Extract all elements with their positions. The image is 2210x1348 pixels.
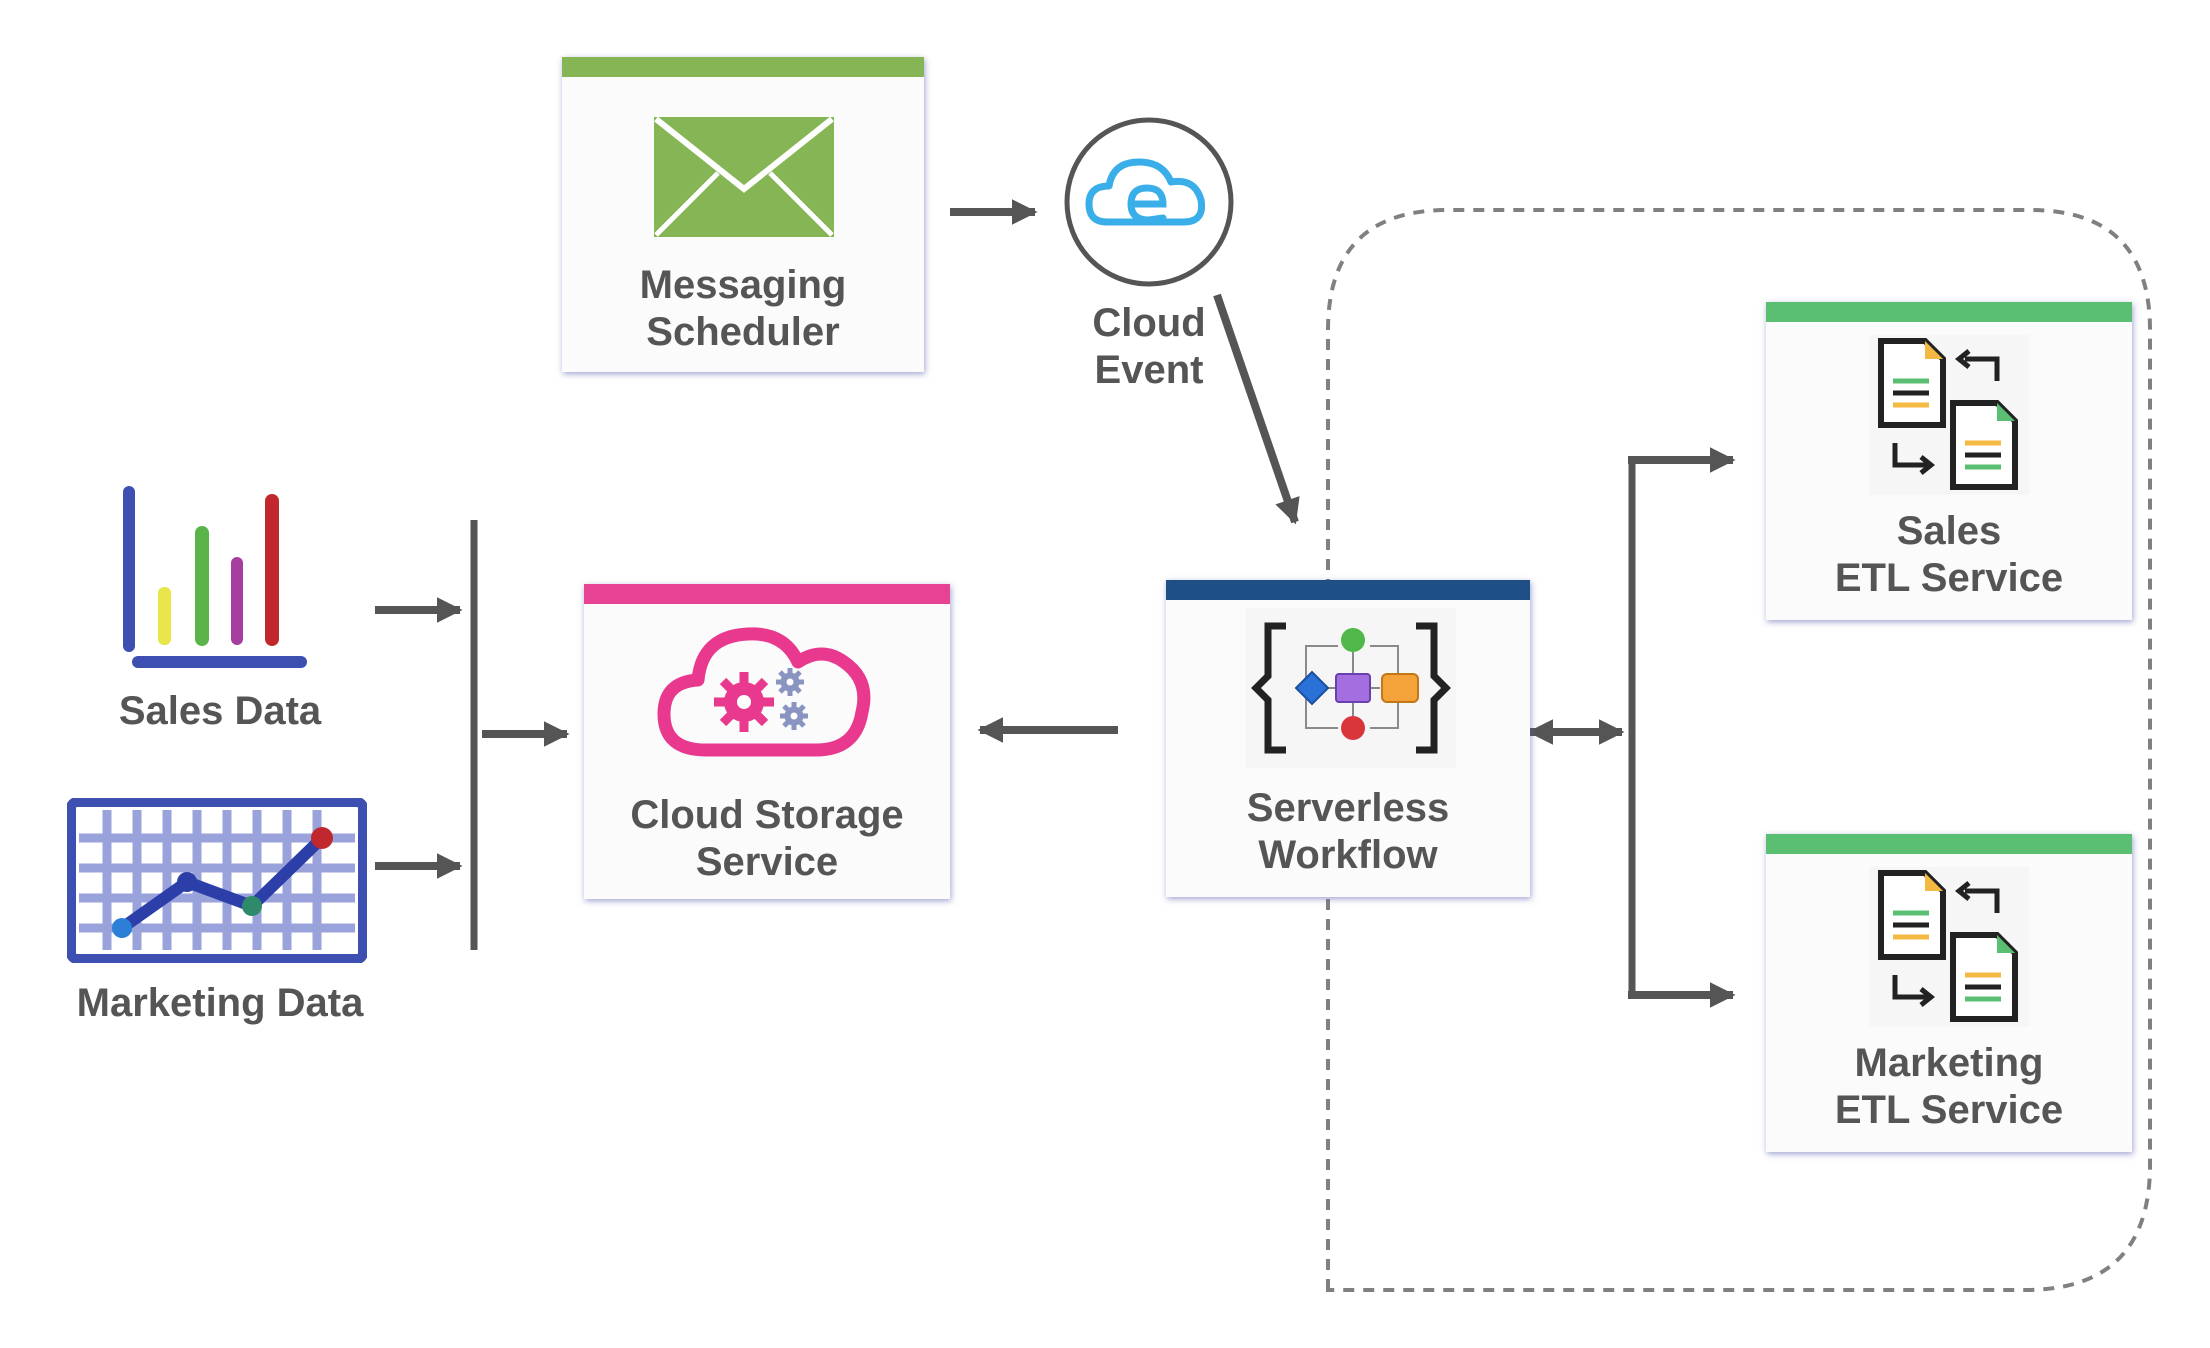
sales-etl-card: Sales ETL Service	[1766, 302, 2132, 620]
marketing-etl-card-bar	[1766, 834, 2132, 854]
cloud-storage-card: Cloud Storage Service	[584, 584, 950, 899]
serverless-workflow-card: Serverless Workflow	[1166, 580, 1530, 897]
sales-etl-card-bar	[1766, 302, 2132, 322]
cloud-event-icon	[1064, 117, 1234, 287]
sales-data-label: Sales Data	[118, 689, 322, 733]
marketing-etl-document-transfer-icon	[1869, 867, 2029, 1027]
marketing-etl-card: Marketing ETL Service	[1766, 834, 2132, 1152]
cloud-storage-label-1: Cloud Storage	[630, 793, 904, 837]
serverless-workflow-label-1: Serverless	[1246, 786, 1450, 830]
sales-etl-label-2: ETL Service	[1834, 556, 2064, 600]
bar-chart-icon	[123, 486, 307, 668]
marketing-etl-label-2: ETL Service	[1834, 1088, 2064, 1132]
cloud-gears-icon	[657, 627, 871, 757]
sales-etl-label-1: Sales	[1896, 509, 2002, 553]
messaging-scheduler-card: Messaging Scheduler	[562, 57, 924, 372]
storage-card-bar	[584, 584, 950, 604]
arrow-event-to-workflow	[1213, 293, 1300, 525]
marketing-etl-label-1: Marketing	[1854, 1041, 2044, 1085]
envelope-icon	[654, 116, 834, 237]
messaging-card-bar	[562, 57, 924, 77]
sales-etl-document-transfer-icon	[1869, 335, 2029, 495]
cloud-event-label-2: Event	[1094, 348, 1204, 392]
cloud-event-label-1: Cloud	[1092, 301, 1206, 345]
workflow-icon	[1246, 608, 1456, 768]
marketing-data-label: Marketing Data	[76, 981, 364, 1025]
workflow-card-bar	[1166, 580, 1530, 600]
line-chart-icon	[67, 798, 367, 963]
cloud-storage-label-2: Service	[695, 840, 839, 884]
serverless-workflow-label-2: Workflow	[1258, 833, 1438, 877]
messaging-scheduler-label-1: Messaging	[639, 263, 847, 307]
messaging-scheduler-label-2: Scheduler	[646, 310, 840, 354]
